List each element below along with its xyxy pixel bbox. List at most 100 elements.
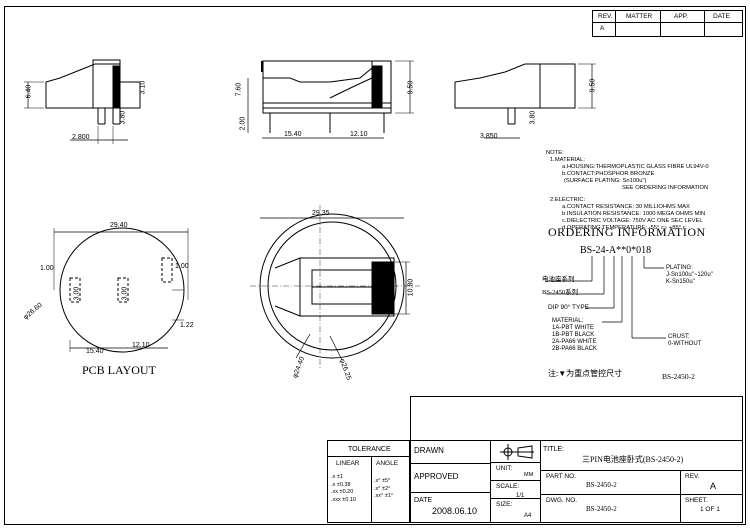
dim-right-total: 9.50 [589, 78, 597, 93]
size-value: A4 [524, 513, 532, 519]
ordering-plating-block: PLATING: J-Sn100u"~120u" K-Sn150u" [666, 265, 713, 286]
ordering-plating-line: K-Sn150u" [666, 279, 695, 285]
dim-front-total: 9.50 [407, 80, 415, 95]
dim-front-left: 15.40 [284, 131, 302, 138]
dwg-no-label: DWG. NO. [546, 497, 578, 504]
notes-material-line: SEE ORDERING INFORMATION [622, 185, 709, 192]
dwg-no-value: BS-2450-2 [586, 505, 617, 513]
pcb-pad-left-w: 1.00 [40, 265, 54, 272]
pcb-width: 29.40 [110, 222, 128, 229]
dim-front-gap: 2.00 [239, 116, 247, 131]
notes-material-line: b.CONTACT:PHOSPHOR BRONZE [562, 171, 655, 178]
dim-side-pin-len: 3.10 [139, 80, 147, 95]
ordering-crust-line: 0-WITHOUT [668, 341, 702, 347]
rev-header-app: APP. [674, 13, 688, 20]
tolerance-linear-values: .x ±1 .x ±0.38 .xx ±0.20 .xxx ±0.10 [331, 474, 356, 504]
side-view-right [454, 63, 596, 139]
holder-top-view [250, 205, 420, 370]
notes-electric-heading: 2.ELECTRIC: [550, 196, 586, 203]
title-value: 三PIN电池座卧式(BS-2450-2) [582, 455, 684, 464]
tolerance-label: TOLERANCE [348, 446, 391, 453]
side-view-left [24, 59, 141, 144]
ordering-series-2: BS-2450系列 [542, 289, 579, 296]
dim-side-height: 6.40 [25, 84, 33, 99]
dim-right-spacing: 3.850 [480, 133, 498, 140]
dim-right-pin-w: 3.80 [529, 110, 537, 125]
drawn-label: DRAWN [414, 446, 444, 455]
part-no-value: BS-2450-2 [586, 481, 617, 489]
pcb-pad-right-w: 1.00 [175, 263, 189, 270]
outer-border [4, 6, 746, 525]
tolerance-linear-label: LINEAR [336, 460, 360, 467]
notes-material-heading: 1.MATERIAL: [550, 157, 586, 164]
notes-block: NOTE: 1.MATERIAL: a.HOUSING:THERMOPLASTI… [546, 150, 709, 232]
approved-label: APPROVED [414, 472, 459, 481]
tolerance-angle-value: .x° ±5° [374, 478, 391, 484]
pcb-offset: 1.22 [180, 322, 194, 329]
dim-front-right: 12.10 [350, 131, 368, 138]
unit-label: UNIT: [496, 465, 513, 472]
tolerance-angle-values: .x° ±5° .x° ±2° .xx° ±1° [374, 478, 393, 501]
tolerance-linear-value: .xx ±0.20 [331, 489, 354, 495]
notes-electric-line: b.INSULATION RESISTANCE: 1000 MEGA OHMS … [562, 210, 706, 217]
ordering-material-heading: MATERIAL: [552, 318, 584, 324]
ordering-material-line: 1A-PBT WHITE [552, 325, 594, 331]
ordering-material-line: 2A-PA66 WHITE [552, 339, 597, 345]
notes-heading: NOTE: [546, 150, 564, 156]
ordering-plating-heading: PLATING: [666, 265, 693, 271]
tolerance-angle-value: .x° ±2° [374, 485, 391, 492]
topview-width: 29.35 [312, 210, 330, 217]
pcb-pad-right-h: 3.00 [121, 286, 129, 301]
notes-electric-line: a.CONTACT RESISTANCE: 30 MILLIOHMS MAX [562, 203, 690, 210]
ordering-code: BS-24-A**0*018 [580, 245, 652, 256]
title-label: TITLE: [543, 446, 565, 453]
pcb-x2: 12.10 [132, 342, 150, 349]
sheet-label: SHEET. [685, 497, 708, 504]
notes-material-line: (SURFACE PLATING: Sn100u") [564, 178, 647, 185]
tolerance-angle-value: .xx° ±1° [374, 493, 394, 499]
ordering-plating-line: J-Sn100u"~120u" [666, 272, 713, 278]
ordering-crust-block: CRUST: 0-WITHOUT [668, 334, 701, 348]
tolerance-angle-label: ANGLE [376, 460, 399, 467]
pcb-layout-title: PCB LAYOUT [82, 363, 156, 377]
sheet-value: 1 OF 1 [700, 506, 720, 513]
scale-value: 1/1 [516, 493, 525, 499]
title-block-lines [327, 396, 743, 523]
revision-table-frame [592, 10, 743, 37]
topview-height: 10.80 [407, 278, 415, 297]
rev-header-matter: MATTER [626, 13, 653, 20]
date-label: DATE [414, 497, 433, 504]
part-no-label: PART NO. [546, 473, 576, 480]
notes-electric-line: c.DIELECTRIC VOLTAGE: 750V AC ONE SEC LE… [562, 217, 703, 224]
date-value: 2008.06.10 [432, 506, 478, 516]
ordering-title: ORDERING INFORMATION [548, 225, 706, 239]
rev-label: REV. [685, 473, 700, 480]
ordering-material-line: 1B-PBT BLACK [552, 332, 595, 338]
notes-material-line: a.HOUSING:THERMOPLASTIC GLASS FIBRE UL94… [562, 164, 709, 171]
pcb-x1: 15.40 [86, 348, 104, 355]
ordering-leaders [546, 256, 666, 339]
rev-header-rev: REV. [598, 13, 613, 20]
tolerance-linear-value: .x ±1 [331, 474, 343, 480]
ordering-series-1: 电池座系列 [542, 276, 575, 283]
rev-row-a: A [600, 25, 605, 32]
ordering-crust-heading: CRUST: [668, 334, 690, 340]
size-label: SIZE: [496, 501, 513, 508]
ordering-material-block: MATERIAL: 1A-PBT WHITE 1B-PBT BLACK 2A-P… [552, 318, 597, 353]
ordering-part-ref: BS-2450-2 [662, 372, 695, 381]
tolerance-linear-value: .xxx ±0.10 [331, 496, 357, 503]
dim-side-pin-w: 3.80 [119, 110, 127, 125]
unit-value: MM [524, 472, 534, 478]
pcb-pad-left-h: 3.00 [73, 286, 81, 301]
pcb-layout-drawing [53, 227, 189, 353]
rev-value: A [710, 481, 717, 491]
front-view [247, 60, 414, 139]
ordering-note: 注:▼为重点管控尺寸 [548, 369, 623, 378]
notes-electric-line: d.OPERATING TEMPERATURE: -55° c~ +85° c [562, 224, 686, 231]
rev-header-date: DATE [713, 13, 730, 20]
ordering-material-line: 2B-PA66 BLACK [552, 346, 597, 352]
dim-side-spacing: 2.800 [72, 134, 90, 141]
scale-label: SCALE: [496, 483, 520, 490]
